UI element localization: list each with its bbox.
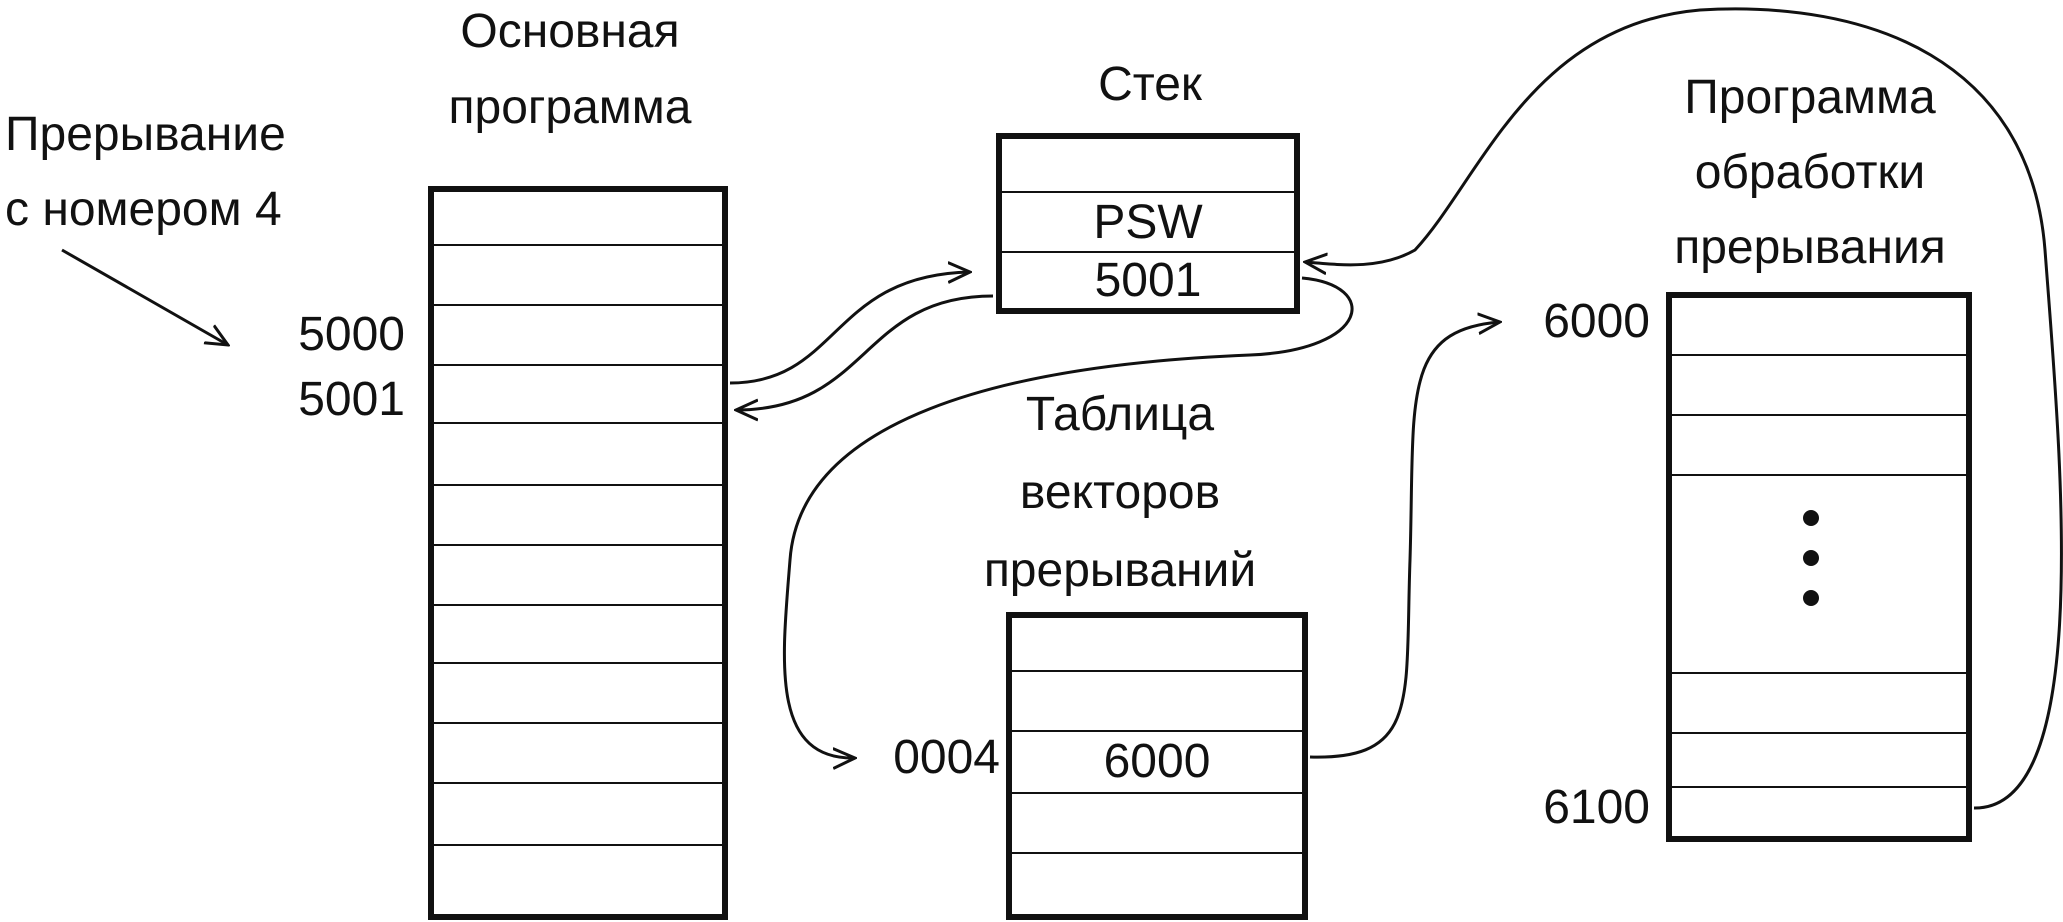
- handler-title-line3: прерывания: [1674, 221, 1946, 274]
- handler-address-6000: 6000: [1543, 295, 1650, 348]
- main-program-row-divider: [434, 304, 722, 306]
- main-program-row-divider: [434, 662, 722, 664]
- vector-row-divider: [1012, 792, 1302, 794]
- interrupt-label-line2: с номером 4: [5, 183, 282, 236]
- ellipsis-dot: [1803, 550, 1819, 566]
- interrupt-label-line1: Прерывание: [5, 108, 286, 161]
- handler-block: [1666, 292, 1972, 842]
- vector-row-divider: [1012, 670, 1302, 672]
- stack-value: 5001: [1094, 254, 1202, 307]
- main-program-row-divider: [434, 722, 722, 724]
- address-5001: 5001: [298, 373, 405, 426]
- arrow-stack-to-vector: [782, 276, 1354, 758]
- vector-table-block: 6000: [1006, 612, 1308, 920]
- vector-table-title-line3: прерываний: [983, 544, 1257, 597]
- handler-row-divider: [1672, 414, 1966, 416]
- handler-title-line1: Программа: [1684, 71, 1936, 124]
- arrow-handler-to-stack: [1305, 7, 2063, 810]
- interrupt-arrow: [61, 248, 228, 345]
- handler-row-divider: [1672, 786, 1966, 788]
- handler-title-line2: обработки: [1694, 146, 1926, 199]
- arrow-main-to-stack: [729, 272, 970, 385]
- main-program-row-divider: [434, 844, 722, 846]
- stack-block: PSW 5001: [996, 133, 1300, 314]
- handler-row-divider: [1672, 732, 1966, 734]
- main-program-block: [428, 186, 728, 920]
- vector-row-divider: [1012, 852, 1302, 854]
- stack-psw: PSW: [1093, 196, 1203, 249]
- vector-value: 6000: [1103, 735, 1211, 788]
- handler-row-divider: [1672, 474, 1966, 476]
- main-program-row-divider: [434, 364, 722, 366]
- main-program-title-line1: Основная: [460, 5, 680, 58]
- handler-row-divider: [1672, 354, 1966, 356]
- handler-address-6100: 6100: [1543, 781, 1650, 834]
- vector-row-divider: [1012, 730, 1302, 732]
- handler-row-divider: [1672, 672, 1966, 674]
- arrow-stack-to-main: [736, 294, 994, 410]
- address-5000: 5000: [298, 308, 405, 361]
- main-program-row-divider: [434, 422, 722, 424]
- vector-index-0004: 0004: [893, 731, 1000, 784]
- main-program-row-divider: [434, 244, 722, 246]
- vector-table-title-line1: Таблица: [1025, 388, 1215, 441]
- ellipsis-dot: [1803, 510, 1819, 526]
- stack-row-divider: [1002, 191, 1294, 193]
- main-program-row-divider: [434, 604, 722, 606]
- arrow-vector-to-handler: [1309, 322, 1500, 759]
- main-program-row-divider: [434, 484, 722, 486]
- main-program-row-divider: [434, 544, 722, 546]
- main-program-title-line2: программа: [448, 81, 692, 134]
- stack-title: Стек: [1098, 58, 1202, 111]
- vector-table-title-line2: векторов: [1019, 466, 1221, 519]
- stack-row-divider: [1002, 251, 1294, 253]
- main-program-row-divider: [434, 782, 722, 784]
- ellipsis-dot: [1803, 590, 1819, 606]
